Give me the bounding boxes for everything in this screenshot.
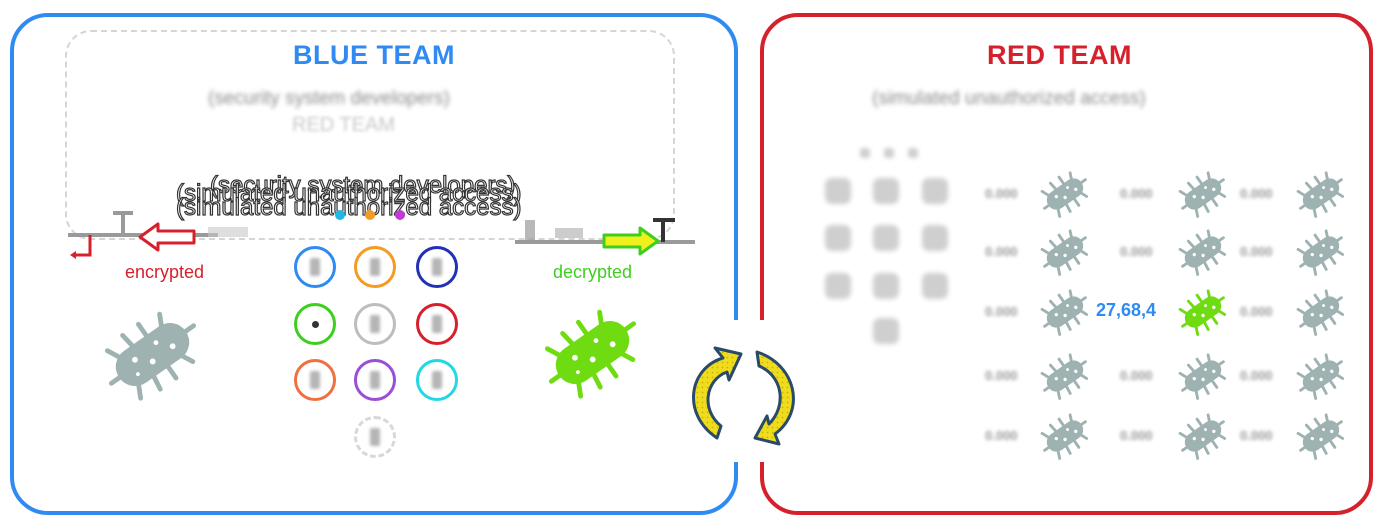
- circle-glyph: [370, 428, 380, 446]
- keypad-key[interactable]: [873, 178, 899, 204]
- bacterium-icon: [1178, 171, 1227, 218]
- blurred-value: 0.000: [1240, 244, 1273, 259]
- bacterium-icon: [1178, 413, 1227, 460]
- blue-team-title: BLUE TEAM: [293, 40, 455, 70]
- blurred-value: 0.000: [985, 186, 1018, 201]
- status-circle[interactable]: [294, 359, 336, 401]
- keypad-indicator: [884, 148, 894, 158]
- circle-glyph: [370, 315, 380, 333]
- status-circle[interactable]: [354, 246, 396, 288]
- arrow-left-icon: [138, 222, 196, 252]
- decrypted-label: decrypted: [553, 262, 633, 282]
- bacterium-icon: [1040, 171, 1089, 218]
- bacterium-icon: [1040, 229, 1089, 276]
- blurred-value: 0.000: [1240, 304, 1273, 319]
- blurred-value: 0.000: [1120, 428, 1153, 443]
- keypad-key[interactable]: [825, 225, 851, 251]
- blurred-value: 0.000: [1120, 186, 1153, 201]
- bacterium-icon: [1040, 353, 1089, 400]
- keypad-indicator: [860, 148, 870, 158]
- circle-glyph: [432, 258, 442, 276]
- blurred-value: 0.000: [1120, 368, 1153, 383]
- bacterium-icon: [1296, 353, 1345, 400]
- keypad-key[interactable]: [825, 273, 851, 299]
- blurred-value: 0.000: [1240, 186, 1273, 201]
- blurred-value: 0.000: [985, 368, 1018, 383]
- keypad-key[interactable]: [922, 178, 948, 204]
- keypad-key[interactable]: [922, 225, 948, 251]
- bacterium-icon: [1178, 353, 1227, 400]
- status-circle[interactable]: [416, 359, 458, 401]
- status-circle[interactable]: [416, 246, 458, 288]
- status-circle[interactable]: [354, 416, 396, 458]
- ghost-dashed-box: [65, 30, 675, 240]
- bacterium-icon: [1296, 171, 1345, 218]
- arrow-right-icon: [602, 226, 660, 256]
- overlay-text-developers: (security system developers): [209, 172, 516, 199]
- blurred-value: 0.000: [1240, 428, 1273, 443]
- bacterium-icon: [1296, 289, 1345, 336]
- status-circle[interactable]: [294, 246, 336, 288]
- keypad-key[interactable]: [922, 273, 948, 299]
- status-circle[interactable]: [294, 303, 336, 345]
- ghost-red-team-title: RED TEAM: [292, 114, 395, 136]
- blurred-value: 0.000: [1240, 368, 1273, 383]
- circle-glyph: [311, 320, 319, 328]
- keypad-key[interactable]: [825, 178, 851, 204]
- keypad-key[interactable]: [873, 318, 899, 344]
- blue-team-subtitle: (security system developers): [208, 88, 450, 109]
- bacterium-icon: [104, 311, 197, 401]
- red-team-title: RED TEAM: [987, 40, 1132, 70]
- status-circle[interactable]: [354, 359, 396, 401]
- status-circle[interactable]: [416, 303, 458, 345]
- bacterium-icon: [1040, 289, 1089, 336]
- cycle-arrows-icon[interactable]: [675, 340, 815, 450]
- circle-glyph: [370, 258, 380, 276]
- circle-glyph: [310, 258, 320, 276]
- blurred-value: 0.000: [985, 304, 1018, 319]
- overlay-text-unauthorized: (simulated unauthorized access): [175, 180, 522, 207]
- keypad-key[interactable]: [873, 273, 899, 299]
- bacterium-icon: [1296, 229, 1345, 276]
- encrypted-label: encrypted: [125, 262, 205, 282]
- keypad-key[interactable]: [873, 225, 899, 251]
- colored-dots: [335, 210, 405, 220]
- status-circle[interactable]: [354, 303, 396, 345]
- blurred-value: 0.000: [1120, 244, 1153, 259]
- blurred-value: 0.000: [985, 244, 1018, 259]
- bacterium-icon: [1178, 229, 1227, 276]
- highlighted-value: 27,68,4: [1096, 300, 1157, 320]
- circle-glyph: [432, 371, 442, 389]
- overlay-text-unauthorized-2: (simulated unauthorized access): [175, 194, 522, 221]
- blurred-value: 0.000: [985, 428, 1018, 443]
- bacterium-icon: [1296, 413, 1345, 460]
- bacterium-icon: [1178, 289, 1227, 336]
- red-team-subtitle: (simulated unauthorized access): [872, 88, 1146, 109]
- circle-glyph: [310, 371, 320, 389]
- bacterium-icon-green: [544, 309, 637, 399]
- keypad-indicator: [908, 148, 918, 158]
- circle-glyph: [370, 371, 380, 389]
- bacterium-icon: [1040, 413, 1089, 460]
- circle-glyph: [432, 315, 442, 333]
